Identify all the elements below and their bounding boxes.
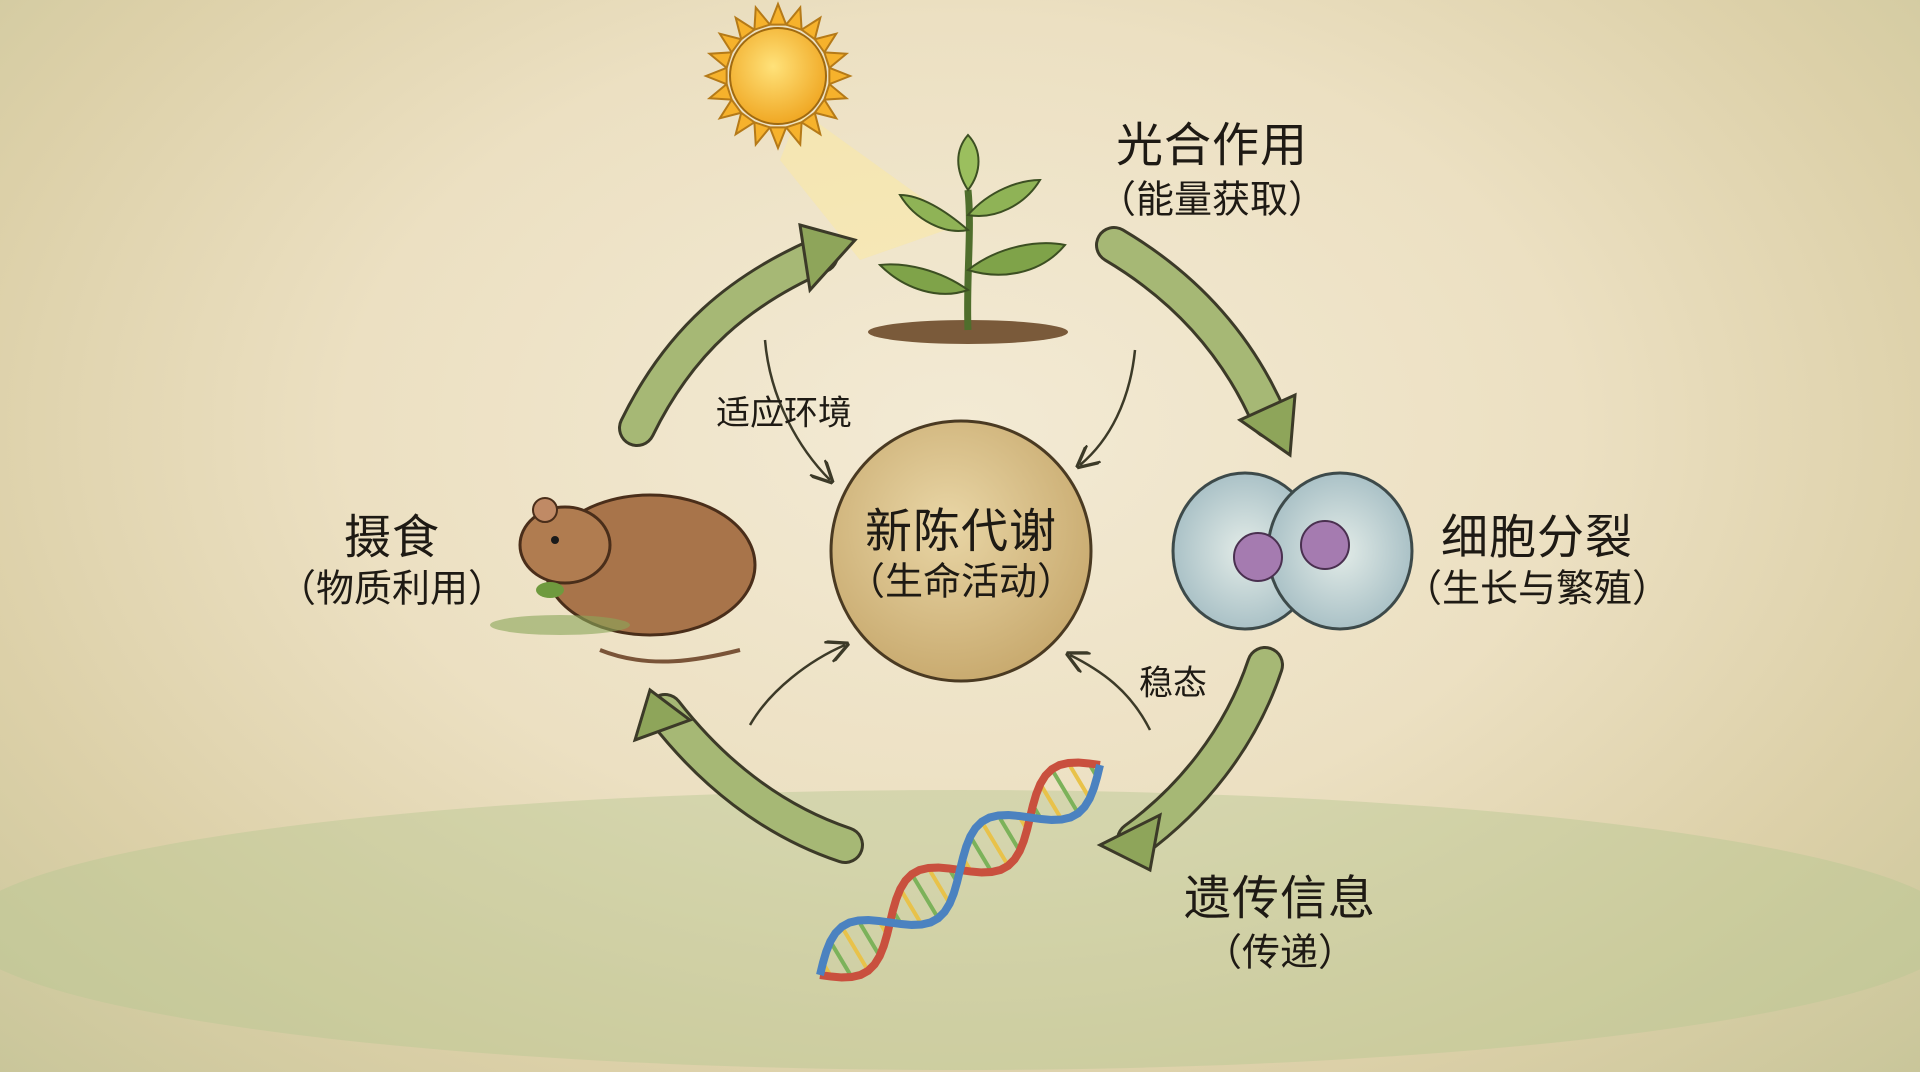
dna-base-pair: [968, 835, 994, 874]
cell-division-subtitle: （生长与繁殖）: [1403, 566, 1671, 611]
sun-icon: [703, 1, 853, 151]
sun-ray: [799, 15, 822, 41]
sun-ray: [828, 66, 853, 86]
feeding-title: 摄食: [344, 510, 440, 566]
sun-ray: [768, 126, 788, 151]
dna-base-pair: [1066, 761, 1092, 800]
sun-ray: [768, 1, 788, 26]
center-subtitle: （生命活动）: [846, 559, 1076, 604]
background-wash: [0, 790, 1920, 1070]
sun-ray: [813, 32, 839, 55]
dna-base-pair: [828, 940, 854, 979]
dna-base-pair: [980, 820, 1010, 867]
sun-ray: [753, 120, 772, 148]
center-title: 新陈代谢: [865, 504, 1057, 560]
dna-helix-icon: [816, 758, 1104, 982]
center-circle: [829, 419, 1093, 683]
dna-base-pair: [996, 814, 1022, 853]
sunlight-beam: [780, 110, 960, 260]
dna-strand: [816, 764, 1104, 976]
sun-ray: [703, 66, 728, 86]
sun-ray: [822, 82, 850, 101]
dna-base-pair: [1050, 768, 1080, 815]
feeding-subtitle: （物质利用）: [277, 566, 507, 611]
cell-division-title: 细胞分裂: [1441, 510, 1633, 566]
dna-base-pair: [910, 873, 940, 920]
adapt-label: 适应环境: [716, 393, 852, 434]
thin-arrows: [748, 339, 1152, 731]
arrow-heads: [632, 222, 1297, 873]
dna-base-pair: [1038, 782, 1064, 821]
sun-ray: [717, 32, 743, 55]
dna-base-pair: [840, 925, 870, 972]
cycle-arrows: [618, 226, 1289, 864]
sun-ray: [717, 97, 743, 120]
genetic-info-subtitle: （传递）: [1203, 930, 1357, 975]
rat-icon: [490, 493, 757, 664]
sun-ray: [813, 97, 839, 120]
sun-ray: [706, 51, 734, 70]
sun-ray: [784, 120, 803, 148]
plant-icon: [868, 133, 1068, 344]
dna-base-pair: [926, 866, 952, 905]
sun-ray: [706, 82, 734, 101]
sun-ray: [799, 111, 822, 137]
sun-ray: [822, 51, 850, 70]
sun-ray: [734, 15, 757, 41]
sun-ray: [784, 4, 803, 32]
genetic-info-title: 遗传信息: [1184, 871, 1376, 927]
sun-ray: [734, 111, 757, 137]
dna-base-pair: [856, 919, 882, 958]
homeostasis-label: 稳态: [1139, 663, 1207, 704]
dividing-cell-icon: [1171, 471, 1414, 631]
dna-base-pair: [898, 887, 924, 926]
photosynthesis-title: 光合作用: [1116, 118, 1308, 174]
photosynthesis-subtitle: （能量获取）: [1097, 177, 1327, 222]
sun-ray: [753, 4, 772, 32]
